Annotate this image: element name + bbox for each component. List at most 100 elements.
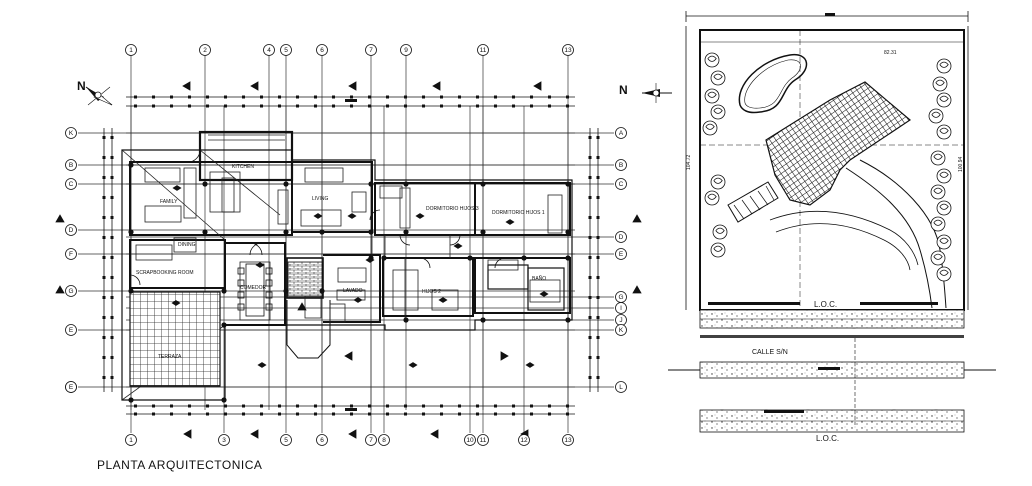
svg-text:E: E [69,327,74,334]
grid-bubble-bottom: 11 [477,434,489,446]
svg-text:7: 7 [369,437,373,444]
grid-bubble-left: E [65,324,77,336]
room-dorm3: DORMITORIO HIJOS 3 [426,206,479,212]
room-comedor: COMEDOR [240,285,267,291]
level-markers [171,185,549,368]
room-kitchen: KITCHEN [232,164,254,170]
grid-bubble-top: 7 [365,44,377,56]
patio-tile-area [129,291,221,387]
grid-bubble-right: A [615,127,627,139]
grid-bubble-top: 1 [125,44,137,56]
grid-bubble-bottom: 8 [378,434,390,446]
room-family: FAMILY [160,199,178,205]
grid-bubble-left: G [65,285,77,297]
grid-bubble-top: 2 [199,44,211,56]
svg-text:7: 7 [369,47,373,54]
grid-bubble-right: D [615,231,627,243]
svg-text:8: 8 [382,437,386,444]
grid-bubble-right: J [615,314,627,326]
svg-text:13: 13 [564,47,572,54]
svg-text:3: 3 [222,437,226,444]
svg-text:C: C [69,181,74,188]
brick-area [287,261,323,297]
room-terraza: TERRAZA [158,354,182,360]
svg-text:5: 5 [284,47,288,54]
grid-bubble-bottom: 7 [365,434,377,446]
svg-text:1: 1 [129,47,133,54]
svg-text:11: 11 [480,437,487,444]
grid-bubble-right: B [615,159,627,171]
svg-text:D: D [619,234,624,241]
svg-text:9: 9 [404,47,408,54]
grid-bubble-bottom: 12 [518,434,530,446]
svg-text:B: B [69,162,73,169]
grid-bubble-bottom: 5 [280,434,292,446]
grid-bubble-left: F [65,248,77,260]
room-hijos2: HIJOS 2 [422,289,441,295]
interior-lines [121,134,563,401]
drawing-title: PLANTA ARQUITECTONICA [97,458,263,472]
svg-text:B: B [619,162,623,169]
svg-text:10: 10 [466,437,474,444]
site-plan: 82.31 104.72 100.94 L.O.C. CALLE S/N L.O… [668,11,996,443]
site-dim-left: 104.72 [686,154,692,170]
structural-columns [128,162,571,403]
grid-bubble-bottom: 13 [562,434,574,446]
room-bano: BAÑO [532,275,546,282]
room-living: LIVING [312,196,329,202]
grid-bubble-bottom: 10 [464,434,476,446]
site-north-arrow-icon [642,83,672,103]
svg-text:6: 6 [320,47,324,54]
site-dim-top: 82.31 [884,50,897,56]
room-lavado: LAVADO [343,288,363,294]
grid-bubble-bottom: 1 [125,434,137,446]
grid-bubble-bottom: 6 [316,434,328,446]
svg-text:K: K [619,327,624,334]
walls [121,130,573,401]
dining-set [237,263,273,317]
svg-text:D: D [69,227,74,234]
svg-text:2: 2 [203,47,207,54]
svg-text:E: E [619,251,624,258]
north-label: N [77,79,86,93]
grid-bubble-top: 5 [280,44,292,56]
room-dining: DINING [178,242,196,248]
site-north-label: N [619,83,628,97]
svg-text:I: I [620,305,622,312]
grid-bubble-left: C [65,178,77,190]
grid-bubble-left: B [65,159,77,171]
svg-text:C: C [619,181,624,188]
room-dorm1: DORMITORIO HIJOS 1 [492,210,545,216]
grid-bubble-right: G [615,291,627,303]
svg-text:A: A [619,130,624,137]
site-loc-bottom: L.O.C. [816,434,839,443]
site-loc-top: L.O.C. [814,300,837,309]
grid-bubble-right: K [615,324,627,336]
grid-bubble-right: L [615,381,627,393]
svg-text:1: 1 [129,437,133,444]
svg-text:J: J [619,317,622,324]
svg-text:12: 12 [520,437,528,444]
grid-bubble-top: 6 [316,44,328,56]
svg-text:11: 11 [480,47,487,54]
site-street: CALLE S/N [752,349,788,356]
grid-bubble-left: K [65,127,77,139]
door-swings [129,149,506,286]
svg-text:E: E [69,384,74,391]
grid-bubble-right: C [615,178,627,190]
room-labels: KITCHEN FAMILY LIVING DORMITORIO HIJOS 3… [136,164,546,360]
grid-bubble-right: E [615,248,627,260]
room-scrap: SCRAPBOOKING ROOM [136,270,194,276]
svg-text:G: G [68,288,73,295]
grid-bubble-top: 13 [562,44,574,56]
svg-text:13: 13 [564,437,572,444]
grid-bubble-right: I [615,302,627,314]
grid-bubble-top: 4 [263,44,275,56]
grid-bubble-left: E [65,381,77,393]
svg-text:L: L [619,384,623,391]
svg-text:6: 6 [320,437,324,444]
svg-text:4: 4 [267,47,271,54]
svg-text:K: K [69,130,74,137]
